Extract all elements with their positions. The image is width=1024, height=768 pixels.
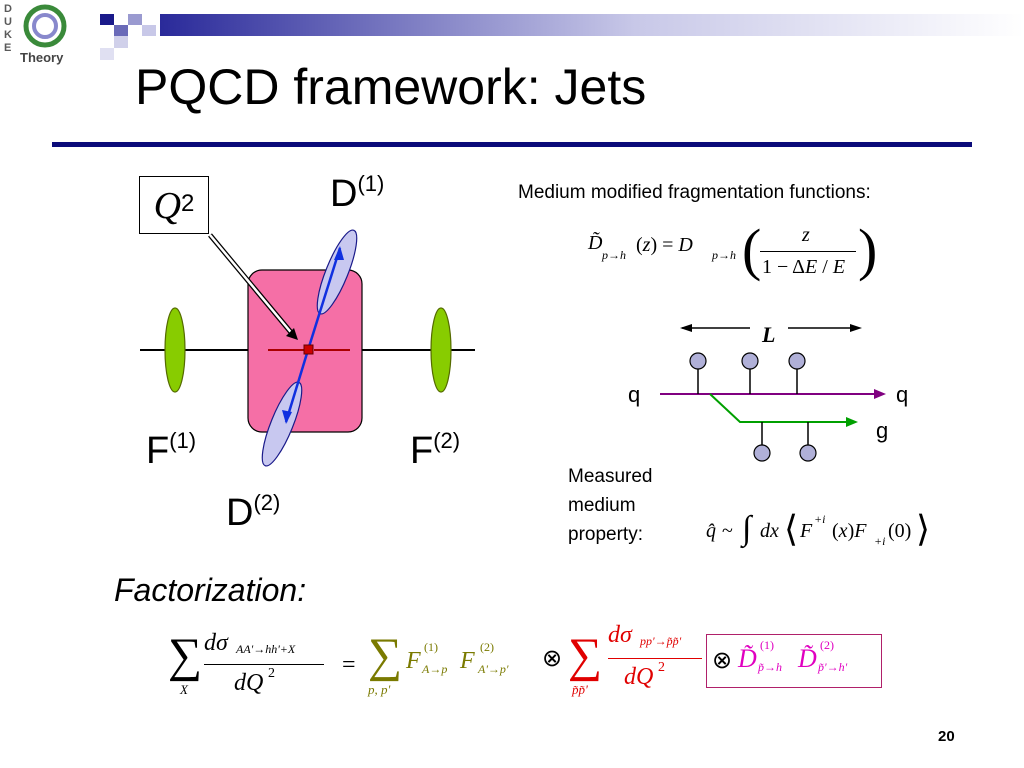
length-label: L [761, 322, 775, 347]
logo-theory-text: Theory [20, 50, 64, 65]
measured-line: Measured [568, 466, 653, 487]
measured-line: medium [568, 495, 636, 516]
d2-label: D(2) [226, 490, 281, 534]
medium-scattering-diagram: L [660, 322, 886, 462]
mmff-formula: D̃ p→h (z) = D p→h ( z 1 − ΔE / E ) [588, 217, 878, 282]
f1-label: F(1) [146, 428, 197, 472]
d1-label: D(1) [330, 171, 385, 215]
scattering-center [741, 352, 759, 370]
header-gradient-bar [100, 14, 1024, 36]
logo-letter-d: D [4, 3, 12, 15]
scattering-center [799, 444, 817, 462]
gluon-label: g [876, 418, 889, 443]
f2-label: F(2) [410, 428, 461, 472]
f1-ellipse [164, 307, 186, 393]
vertex-marker [303, 344, 314, 355]
measured-medium-property: Measured medium property: [568, 462, 653, 549]
mmff-heading: Medium modified fragmentation functions: [518, 182, 871, 203]
logo-letter-e: E [4, 42, 11, 54]
gluon-line [709, 393, 852, 423]
quark-in-label: q [628, 382, 641, 407]
header-squares [100, 36, 170, 60]
scattering-center [689, 352, 707, 370]
page-title: PQCD framework: Jets [135, 59, 647, 115]
jet-line-up [306, 247, 342, 351]
qhat-formula: q̂ ~ ∫ dx ⟨ F +i (x)F +i (0) ⟩ [706, 509, 931, 549]
q-squared-sup: 2 [181, 190, 195, 217]
q-squared-symbol: Q [153, 185, 182, 227]
f2-ellipse [430, 307, 452, 393]
scattering-center [788, 352, 806, 370]
measured-line: property: [568, 524, 643, 545]
jet-collision-diagram [140, 229, 475, 467]
title-rule [52, 142, 972, 147]
logo-letter-u: U [4, 16, 12, 28]
q-squared-box: Q2 [139, 176, 209, 234]
factorization-label: Factorization: [114, 572, 307, 608]
slide-number: 20 [938, 728, 955, 745]
jet-line-down [284, 349, 310, 423]
fragmentation-box [706, 634, 882, 688]
q2-arrow-head [286, 328, 298, 340]
duke-theory-logo: D U K E Theory [4, 3, 67, 65]
logo-letter-k: K [4, 29, 12, 41]
quark-out-label: q [896, 382, 909, 407]
scattering-center [753, 444, 771, 462]
